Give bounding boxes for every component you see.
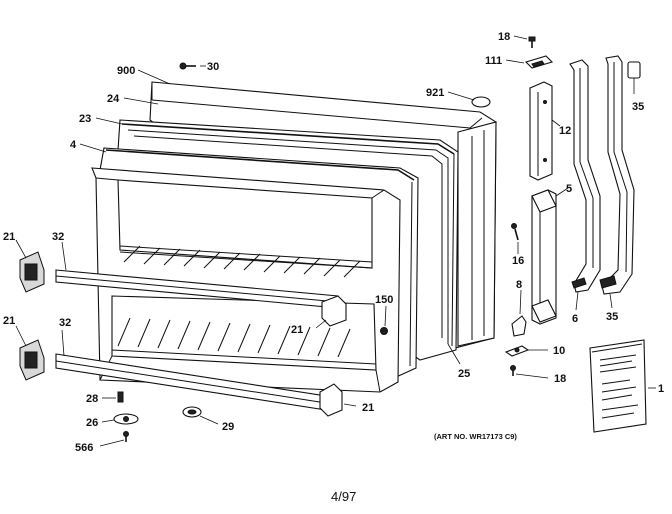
callout-16: 16 xyxy=(512,255,524,267)
callout-24: 24 xyxy=(107,93,120,105)
booklet-text-lines xyxy=(599,354,639,419)
callout-23: 23 xyxy=(79,113,91,125)
end-cap-35-icon xyxy=(627,61,641,79)
plug-921-icon xyxy=(471,96,491,108)
callout-21-right-upper: 21 xyxy=(291,324,303,336)
screw-30-icon xyxy=(179,62,196,70)
hinge-bracket-12 xyxy=(529,81,553,181)
shelf-end-cap-left-lower xyxy=(19,339,45,381)
art-number: (ART NO. WR17173 C9) xyxy=(434,432,517,441)
hinge-26-icon xyxy=(113,413,139,425)
upper-shelf-ribs xyxy=(119,245,373,278)
hinge-pin-10-icon xyxy=(504,345,530,357)
instruction-booklet xyxy=(589,339,647,433)
callout-26: 26 xyxy=(86,417,98,429)
bracket-8-icon xyxy=(511,315,527,337)
door-liner xyxy=(91,167,401,393)
callout-18-bottom: 18 xyxy=(554,373,566,385)
callout-25: 25 xyxy=(458,368,470,380)
callout-35-top: 35 xyxy=(632,101,644,113)
callout-32-lower: 32 xyxy=(59,317,71,329)
callout-21-right-lower: 21 xyxy=(362,402,374,414)
callout-921: 921 xyxy=(426,87,444,99)
callout-6: 6 xyxy=(572,313,578,325)
page-number: 4/97 xyxy=(331,489,356,504)
callout-150: 150 xyxy=(375,294,393,306)
callout-566: 566 xyxy=(75,442,93,454)
screw-566-icon xyxy=(123,431,129,442)
callout-labels: 18 111 900 30 921 35 24 23 12 4 5 21 32 … xyxy=(3,31,664,454)
door-handle-35 xyxy=(599,55,635,295)
screw-150-icon xyxy=(380,327,388,335)
screw-18-top-icon xyxy=(528,36,536,48)
bushing-29-icon xyxy=(182,406,202,418)
screw-16-icon xyxy=(511,223,519,241)
hinge-bracket-5 xyxy=(531,189,557,325)
callout-900: 900 xyxy=(117,65,135,77)
callout-12: 12 xyxy=(559,125,571,137)
callout-18-top: 18 xyxy=(498,31,510,43)
callout-35-bottom: 35 xyxy=(606,311,618,323)
callout-8: 8 xyxy=(516,279,522,291)
hinge-cap-111-icon xyxy=(524,55,554,69)
screw-18-bottom-icon xyxy=(510,365,516,376)
screw-28-icon xyxy=(117,391,124,403)
lower-shelf-ribs xyxy=(111,317,377,365)
shelf-end-cap-left-upper xyxy=(19,251,45,293)
callout-29: 29 xyxy=(222,421,234,433)
callout-4: 4 xyxy=(70,139,77,151)
callout-21-left-lower: 21 xyxy=(3,315,15,327)
callout-30: 30 xyxy=(207,61,219,73)
leader-lines xyxy=(15,35,656,447)
callout-10: 10 xyxy=(553,345,565,357)
shelf-end-cap-right-upper xyxy=(321,295,347,327)
callout-32-upper: 32 xyxy=(52,231,64,243)
callout-111: 111 xyxy=(485,55,502,67)
callout-1: 1 xyxy=(658,383,664,395)
shelf-end-cap-right-lower xyxy=(319,383,343,417)
callout-5: 5 xyxy=(566,183,572,195)
callout-21-left-upper: 21 xyxy=(3,231,15,243)
callout-28: 28 xyxy=(86,393,98,405)
door-handle-6 xyxy=(569,59,601,293)
